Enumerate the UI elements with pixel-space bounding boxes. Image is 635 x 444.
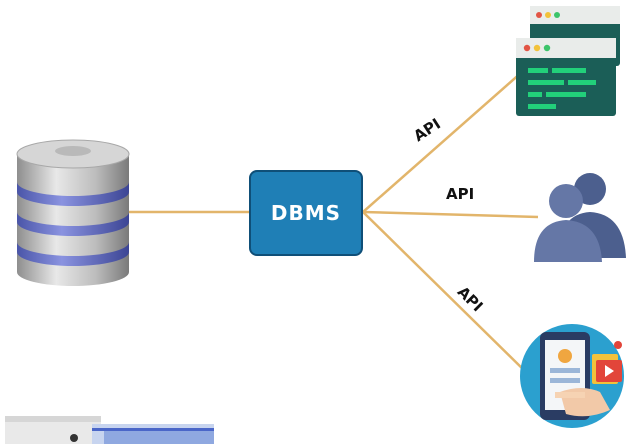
api-connector-mobile <box>362 211 533 379</box>
dbms-label: DBMS <box>270 201 342 225</box>
api-connector-users <box>362 210 539 219</box>
thumbnail-icon <box>5 416 214 444</box>
api-label-users: API <box>446 185 475 203</box>
database-icon <box>16 139 130 286</box>
api-connector-servers <box>362 71 523 213</box>
mobile-app-icon <box>520 324 624 428</box>
dbms-box: DBMS <box>249 170 363 256</box>
users-icon <box>534 173 626 262</box>
server-windows-icon <box>516 6 620 116</box>
